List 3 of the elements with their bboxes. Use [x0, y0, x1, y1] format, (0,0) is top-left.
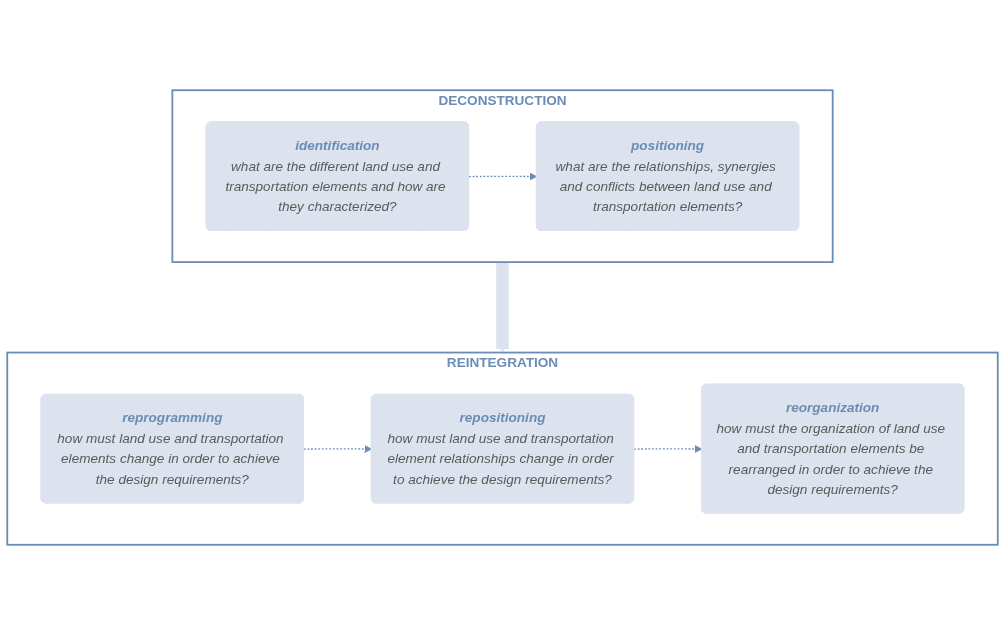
- arrow: [468, 173, 538, 181]
- arrow: [303, 445, 373, 454]
- arrow: [633, 445, 703, 454]
